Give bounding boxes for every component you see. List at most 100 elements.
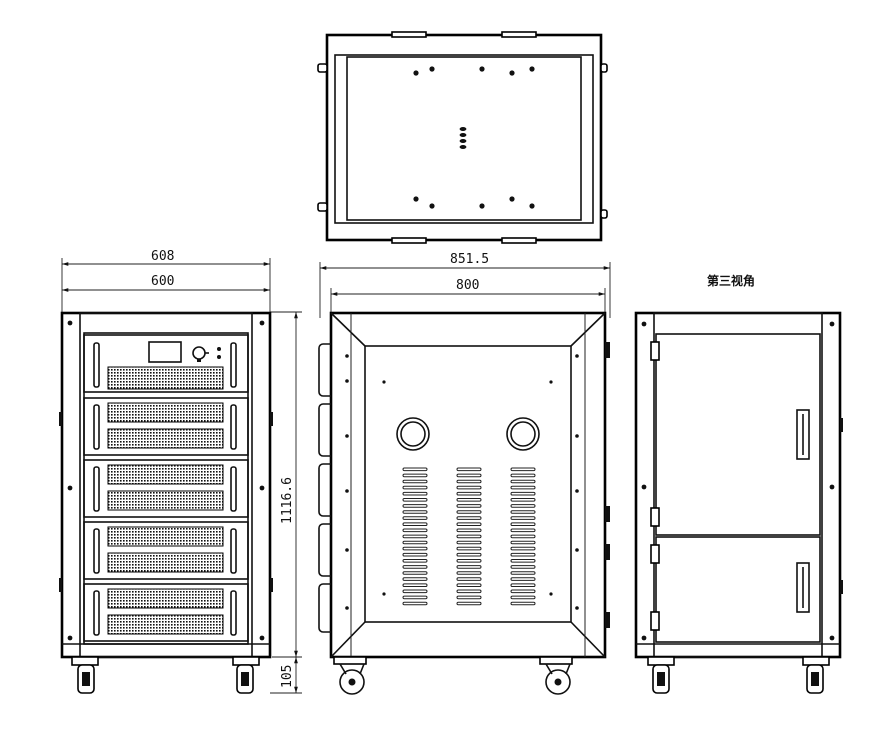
louver-slot (456, 552, 482, 557)
dim-608-label: 608 (151, 249, 174, 264)
louver-slot (456, 473, 482, 478)
louver-slot (402, 479, 428, 484)
louver-slot (510, 467, 536, 472)
louver-slot (456, 559, 482, 563)
louver-slot (456, 601, 482, 606)
louver-slot (402, 467, 428, 472)
power-module-3 (83, 521, 249, 580)
front-post-screws (59, 320, 273, 641)
top-view-panel (346, 56, 582, 221)
dim-105-label: 105 (280, 665, 295, 688)
louver-slot (510, 595, 536, 600)
louver-slot (456, 504, 482, 508)
louver-slot (456, 577, 482, 581)
louver-slot (402, 528, 428, 533)
louver-slot (456, 467, 482, 472)
louver-slot (510, 565, 536, 569)
top-view-inner-frame (334, 54, 594, 224)
louver-slot (402, 473, 428, 478)
dim-800: 800 (330, 278, 606, 318)
louver-slot (402, 583, 428, 588)
louver-slot (510, 528, 536, 533)
louver-slot (510, 516, 536, 520)
louver-slot (402, 589, 428, 594)
louver-slot (402, 510, 428, 514)
louver-slot (456, 510, 482, 514)
back-caster-right (802, 656, 830, 694)
louver-slot (510, 552, 536, 557)
power-module-4 (83, 583, 249, 642)
display-screen (148, 341, 182, 363)
side-screws (345, 354, 579, 610)
louver-slot (402, 571, 428, 575)
louver-slot (510, 546, 536, 551)
power-module-2 (83, 459, 249, 518)
control-module-grille (107, 366, 224, 390)
louver-slot (510, 510, 536, 514)
dim-800-label: 800 (456, 278, 479, 293)
louver-slot (402, 534, 428, 539)
louver-slot (402, 565, 428, 569)
louver-slot (402, 485, 428, 490)
top-view-bolt-holes (413, 66, 535, 209)
louver-slot (456, 589, 482, 594)
dim-1116-label: 1116.6 (280, 477, 295, 524)
louver-slot (402, 491, 428, 496)
dim-608: 608 (61, 249, 271, 318)
control-module (83, 334, 249, 393)
louver-slot (402, 559, 428, 563)
louver-slot (402, 504, 428, 508)
side-louvers (402, 467, 536, 606)
top-view-handle-left-top (317, 63, 328, 73)
side-cable-loops (318, 343, 331, 633)
louver-slot (456, 595, 482, 600)
side-panel (364, 345, 572, 623)
back-post-screws (641, 321, 843, 641)
louver-slot (402, 577, 428, 581)
dim-1116: 1116.6 105 (270, 311, 302, 694)
louver-slot (510, 601, 536, 606)
louver-slot (456, 479, 482, 484)
louver-slot (510, 571, 536, 575)
louver-slot (456, 534, 482, 539)
louver-slot (510, 577, 536, 581)
louver-slot (456, 583, 482, 588)
louver-slot (510, 559, 536, 563)
louver-slot (510, 479, 536, 484)
back-door-lower (655, 536, 821, 643)
top-view-center-vent (459, 127, 467, 149)
louver-slot (510, 589, 536, 594)
power-module-1 (83, 397, 249, 456)
front-caster-right (232, 656, 260, 694)
louver-slot (402, 595, 428, 600)
louver-slot (510, 504, 536, 508)
louver-slot (510, 540, 536, 545)
louver-slot (402, 516, 428, 520)
door-handle-upper (796, 409, 810, 460)
side-caster-right (539, 656, 573, 695)
side-view: 851.5 800 (318, 252, 611, 695)
louver-slot (402, 498, 428, 502)
louver-slot (402, 522, 428, 527)
louver-slot (456, 491, 482, 496)
back-caster-left (647, 656, 675, 694)
dim-851: 851.5 (319, 252, 611, 318)
louver-slot (456, 540, 482, 545)
back-view: 第三视角 (634, 273, 843, 694)
top-view-outline (325, 33, 603, 242)
louver-slot (510, 473, 536, 478)
louver-slot (510, 498, 536, 502)
back-door-upper (655, 333, 821, 536)
louver-slot (510, 491, 536, 496)
dim-851-label: 851.5 (450, 252, 489, 267)
projection-note: 第三视角 (707, 273, 755, 288)
louver-slot (456, 485, 482, 490)
louver-slot (456, 546, 482, 551)
front-caster-left (71, 656, 99, 694)
top-view (317, 31, 608, 244)
side-caster-left (333, 656, 367, 695)
louver-slot (402, 601, 428, 606)
louver-slot (456, 565, 482, 569)
louver-slot (456, 516, 482, 520)
